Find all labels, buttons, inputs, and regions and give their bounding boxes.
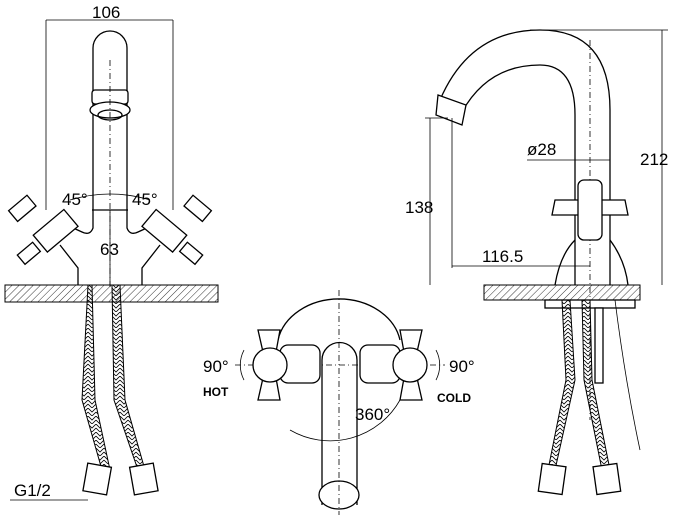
spout-height-dimension: 138 [405, 198, 433, 217]
height-dimension: 63 [100, 240, 119, 259]
thread-label: G1/2 [14, 481, 51, 500]
side-view: 212 138 ø28 116.5 [405, 29, 668, 496]
cold-angle-label: 90° [449, 357, 475, 376]
hot-label: HOT [203, 385, 229, 399]
width-dimension: 106 [92, 3, 120, 22]
front-view: 106 45° 45° 63 G1/2 [4, 3, 219, 501]
top-view: 90° HOT 90° COLD 360° [203, 290, 475, 515]
reach-dimension: 116.5 [482, 247, 523, 266]
total-height-dimension: 212 [640, 150, 668, 169]
hot-angle-label: 90° [203, 357, 229, 376]
cold-label: COLD [437, 391, 471, 405]
angle-left-label: 45° [62, 190, 88, 209]
rotation-label: 360° [355, 405, 390, 424]
diameter-dimension: ø28 [527, 140, 556, 159]
angle-right-label: 45° [132, 190, 158, 209]
